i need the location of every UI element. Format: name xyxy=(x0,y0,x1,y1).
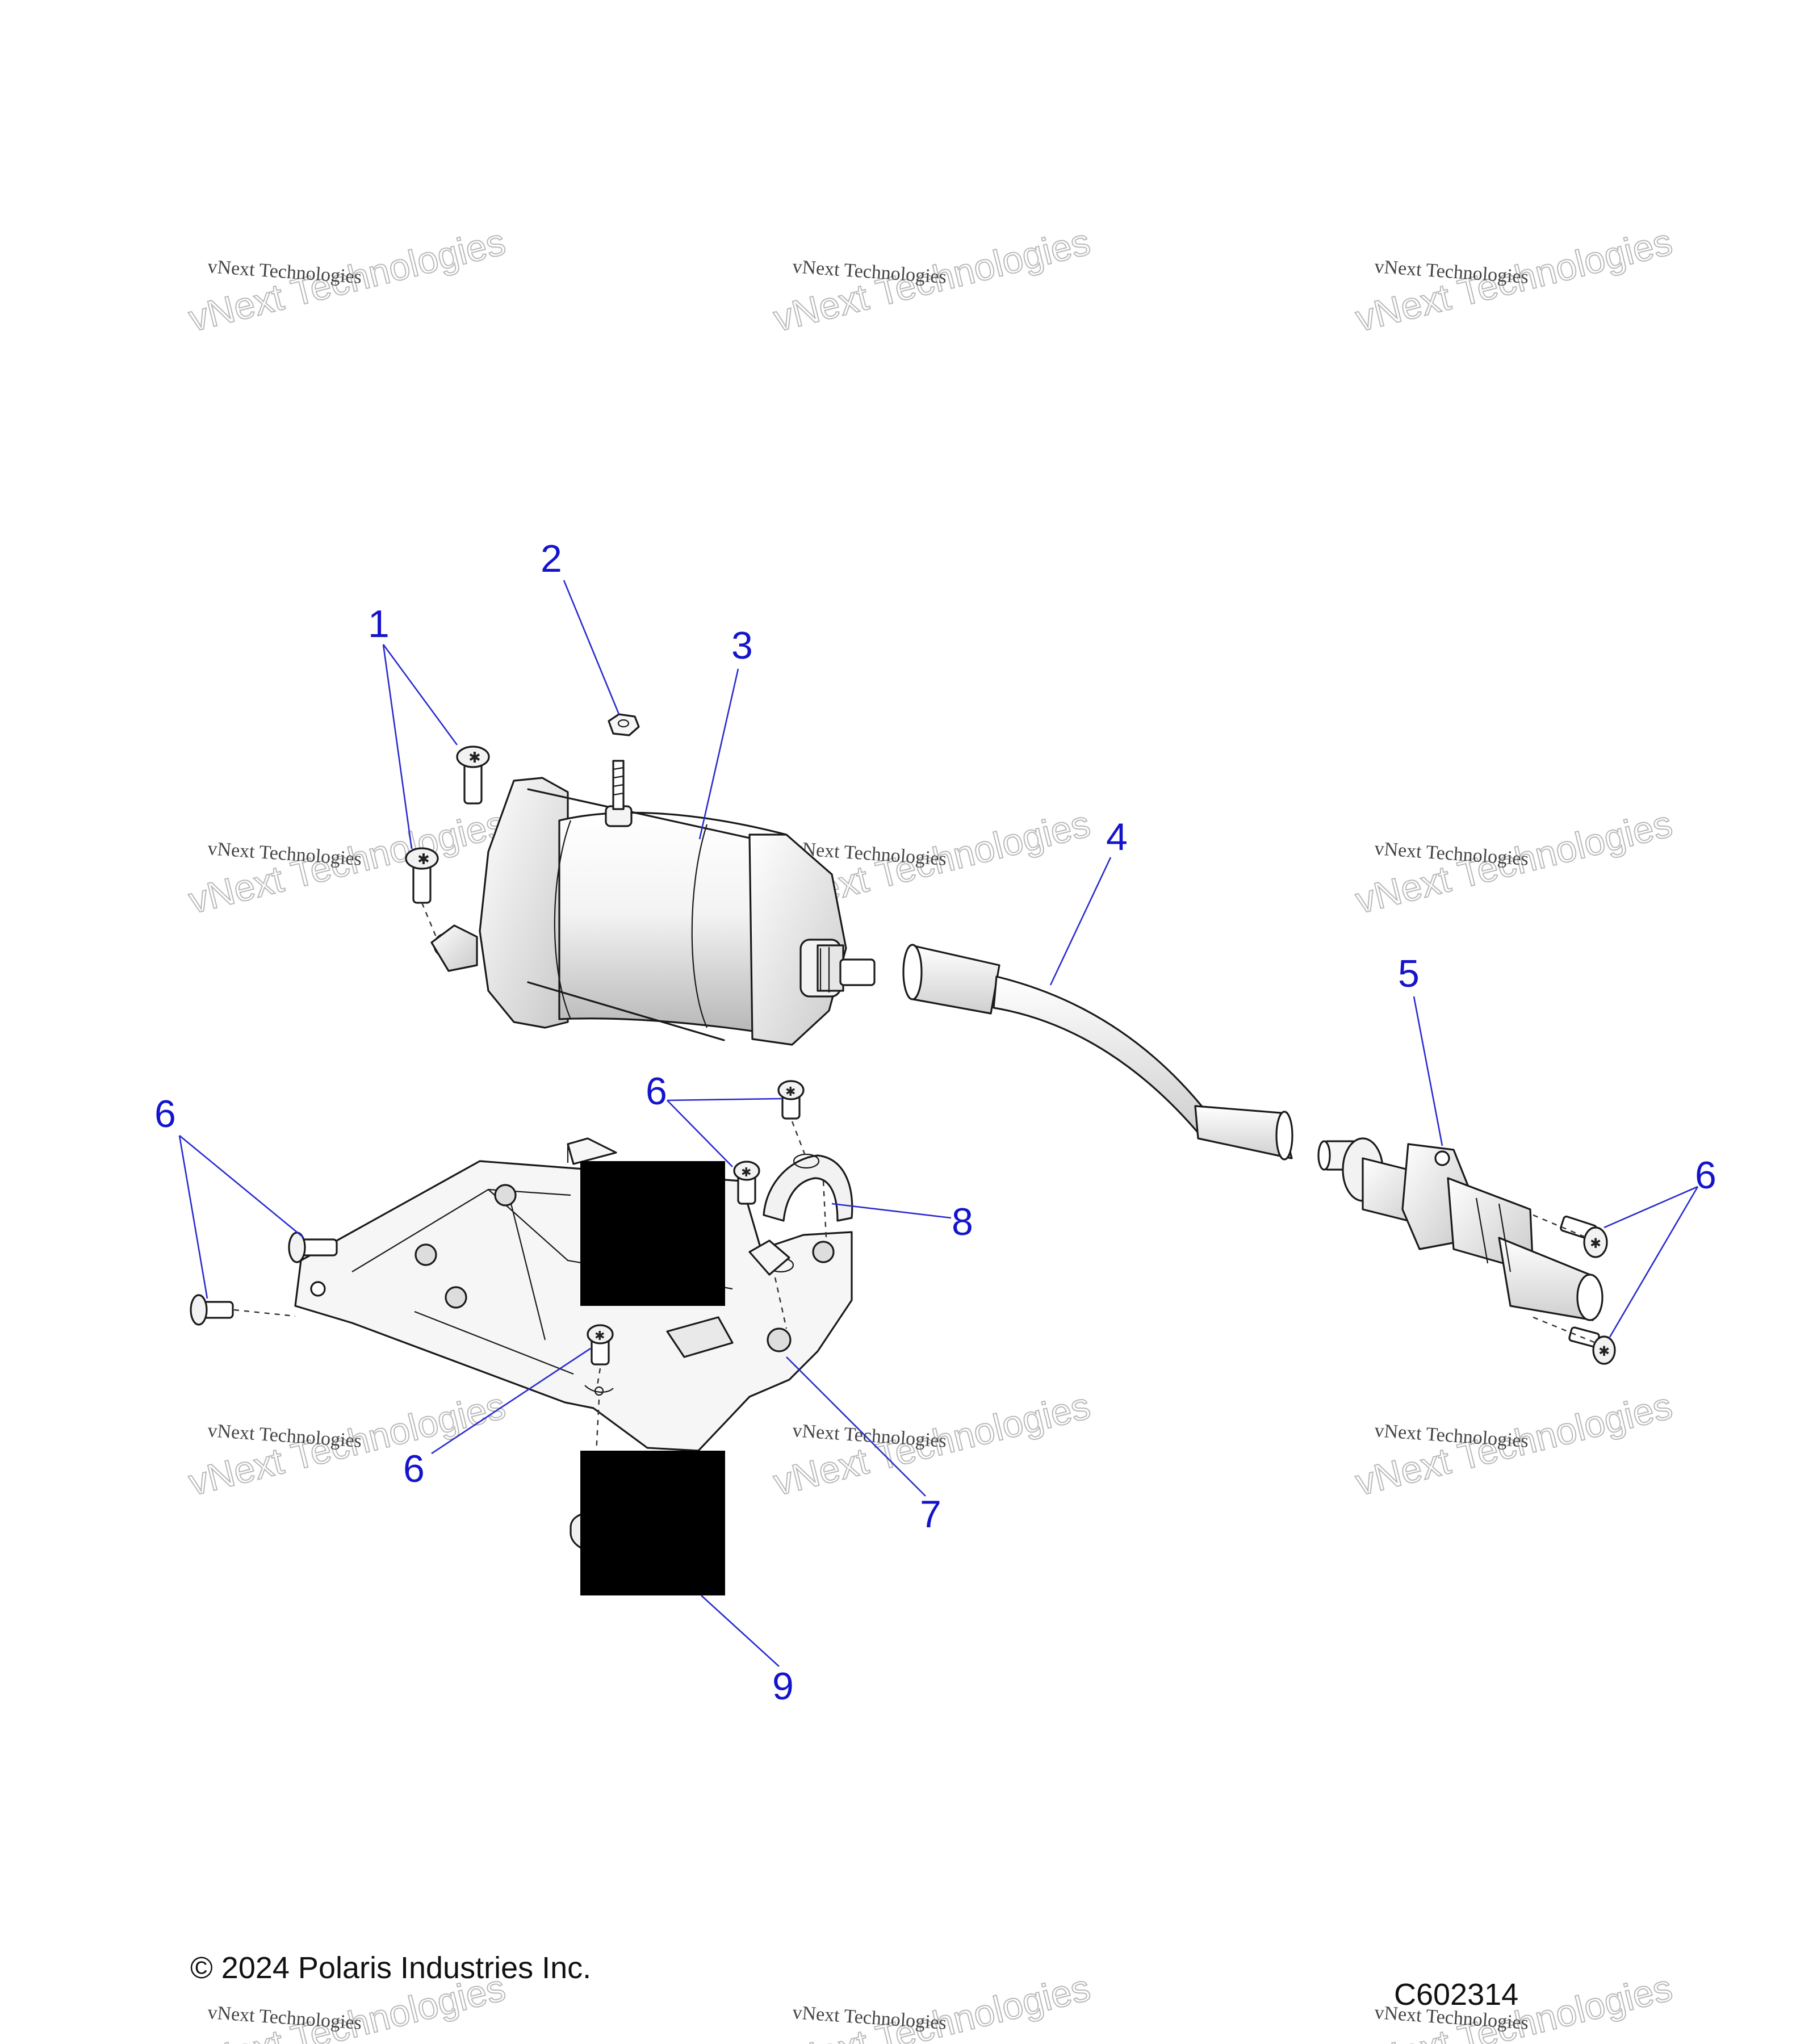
callout-3: 3 xyxy=(731,624,753,667)
callout-6-top: 6 xyxy=(646,1070,667,1113)
svg-text:✱: ✱ xyxy=(417,851,430,868)
drive-screw-upper: ✱ xyxy=(1560,1216,1608,1258)
redaction-block-upper xyxy=(580,1161,725,1306)
callout-6-right: 6 xyxy=(1695,1154,1716,1197)
svg-text:✱: ✱ xyxy=(1598,1343,1610,1359)
watermark: vNext Technologies vNext Technologies xyxy=(1351,220,1677,340)
watermark: vNext Technologies vNext Technologies xyxy=(184,220,510,340)
callout-7: 7 xyxy=(920,1493,941,1536)
redaction-block-lower xyxy=(580,1451,725,1595)
callout-6-left: 6 xyxy=(154,1092,176,1136)
callout-2: 2 xyxy=(541,537,562,580)
svg-text:✱: ✱ xyxy=(785,1085,796,1099)
watermark: vNext Technologies vNext Technologies xyxy=(769,220,1095,340)
callout-8: 8 xyxy=(952,1200,973,1243)
watermark: vNext Technologies vNext Technologies xyxy=(769,1966,1095,2044)
bracket-bolt-c: ✱ xyxy=(733,1161,760,1205)
callout-5: 5 xyxy=(1398,952,1420,995)
watermark: vNext Technologies vNext Technologies xyxy=(1351,1384,1677,1504)
callout-4: 4 xyxy=(1106,815,1128,858)
watermark: vNext Technologies vNext Technologies xyxy=(184,802,510,922)
callout-6-bottom: 6 xyxy=(403,1447,425,1490)
svg-text:✱: ✱ xyxy=(741,1166,751,1180)
terminal-nut xyxy=(608,713,640,736)
drawing-number: C602314 xyxy=(1394,1978,1519,2012)
svg-text:✱: ✱ xyxy=(468,749,481,767)
bracket-bolt-a xyxy=(288,1232,338,1263)
mounting-bracket xyxy=(294,1137,853,1452)
copyright-notice: © 2024 Polaris Industries Inc. xyxy=(190,1951,592,1985)
callout-1: 1 xyxy=(368,602,390,646)
watermark: vNext Technologies vNext Technologies xyxy=(184,1384,510,1504)
watermarks: vNext Technologies vNext Technologies vN… xyxy=(184,220,1677,2044)
starter-clamp xyxy=(748,1153,853,1276)
bracket-bolt-d: ✱ xyxy=(777,1080,805,1120)
svg-text:✱: ✱ xyxy=(1590,1235,1601,1251)
starter-bolt-upper: ✱ xyxy=(456,745,490,805)
leader-lines xyxy=(178,580,1699,1667)
watermark: vNext Technologies vNext Technologies xyxy=(769,1384,1095,1504)
starter-motor xyxy=(430,760,876,1046)
watermark: vNext Technologies vNext Technologies xyxy=(1351,802,1677,922)
starter-cable xyxy=(902,944,1293,1161)
callouts: 1 2 3 4 5 6 6 6 6 7 8 9 xyxy=(154,537,1716,1708)
starter-drive-assembly xyxy=(1317,1137,1604,1321)
svg-text:✱: ✱ xyxy=(594,1329,605,1343)
starter-bolt-lower: ✱ xyxy=(405,847,439,904)
bracket-bolt-e: ✱ xyxy=(587,1324,614,1366)
callout-9: 9 xyxy=(772,1665,794,1708)
drive-screw-lower: ✱ xyxy=(1568,1326,1616,1365)
bracket-bolt-b xyxy=(190,1294,234,1326)
